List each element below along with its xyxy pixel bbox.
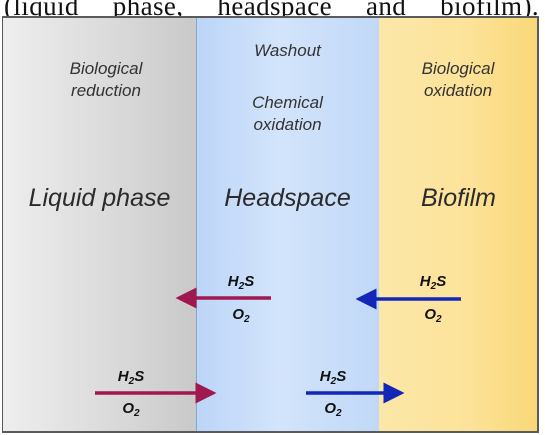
h2s-label: H2S	[319, 368, 347, 387]
label-headspace: Headspace	[224, 184, 351, 212]
label-biofilm: Biofilm	[420, 184, 496, 212]
o2-label: O2	[424, 306, 442, 325]
liquid-phase-column	[3, 18, 196, 431]
h2s-label: H2S	[227, 273, 255, 292]
o2-label: O2	[232, 306, 250, 325]
o2-label: O2	[122, 400, 140, 419]
h2s-label: H2S	[419, 273, 447, 292]
process-biological-oxidation: Biological oxidation	[421, 59, 495, 100]
label-liquid-phase: Liquid phase	[28, 184, 171, 212]
process-washout: Washout	[254, 41, 321, 60]
o2-label: O2	[324, 400, 342, 419]
h2s-label: H2S	[117, 368, 145, 387]
process-biological-reduction: Biological reduction	[69, 59, 143, 100]
headspace-column	[196, 18, 381, 431]
biofilm-column	[379, 18, 537, 431]
transport-arrows	[95, 287, 461, 404]
process-chemical-oxidation: Chemical oxidation	[252, 93, 323, 134]
figure-caption: (liquid phase, headspace and biofilm).	[4, 0, 539, 21]
phase-diagram: Biological reduction Washout Chemical ox…	[2, 16, 539, 433]
